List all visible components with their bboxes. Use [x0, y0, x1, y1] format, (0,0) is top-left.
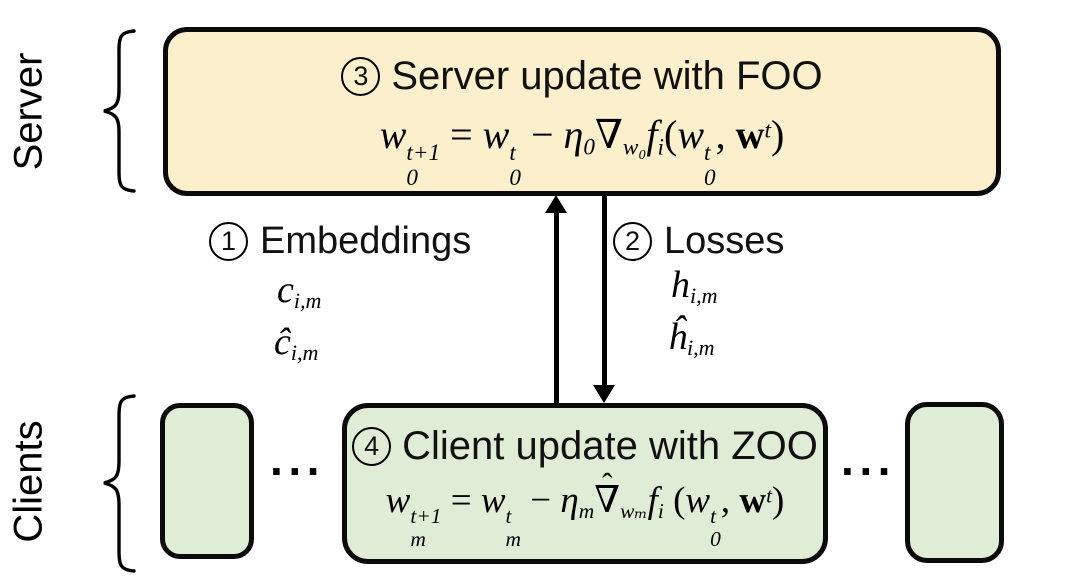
clients-ellipsis-right: ···: [841, 445, 896, 497]
losses-flow-label: 2 Losses: [613, 220, 784, 263]
client-box-left: [160, 403, 254, 559]
client-box-right: [905, 402, 1004, 563]
uplink-arrow-line: [554, 211, 559, 403]
downlink-arrowhead-icon: [593, 385, 615, 403]
downlink-arrow-line: [602, 196, 607, 386]
clients-curly-brace: [103, 394, 136, 573]
server-box-title-text: Server update with FOO: [391, 54, 823, 98]
step-3-circled-number: 3: [341, 57, 381, 96]
clients-ellipsis-left: ···: [270, 445, 325, 497]
loss-symbol-h-hat: ĥi,m: [668, 316, 715, 361]
server-curly-brace: [103, 29, 136, 193]
loss-symbol-h: hi,m: [671, 264, 718, 309]
embedding-symbol-c-hat: ĉi,m: [274, 321, 319, 366]
step-4-circled-number: 4: [352, 427, 392, 466]
server-group-label: Server: [0, 30, 58, 192]
client-box-title-text: Client update with ZOO: [402, 424, 818, 468]
step-2-circled-number: 2: [613, 222, 652, 261]
embeddings-flow-label: 1 Embeddings: [209, 220, 471, 263]
server-group-label-text: Server: [6, 52, 51, 170]
clients-group-label-text: Clients: [6, 419, 51, 543]
clients-group-label: Clients: [0, 397, 58, 565]
losses-flow-label-text: Losses: [664, 220, 785, 262]
client-box-title: 4 Client update with ZOO: [352, 424, 818, 469]
embedding-symbol-c: ci,m: [277, 269, 322, 314]
server-box-title: 3 Server update with FOO: [341, 54, 823, 99]
embeddings-flow-label-text: Embeddings: [260, 220, 472, 262]
uplink-arrowhead-icon: [545, 195, 567, 213]
step-1-circled-number: 1: [209, 222, 248, 261]
